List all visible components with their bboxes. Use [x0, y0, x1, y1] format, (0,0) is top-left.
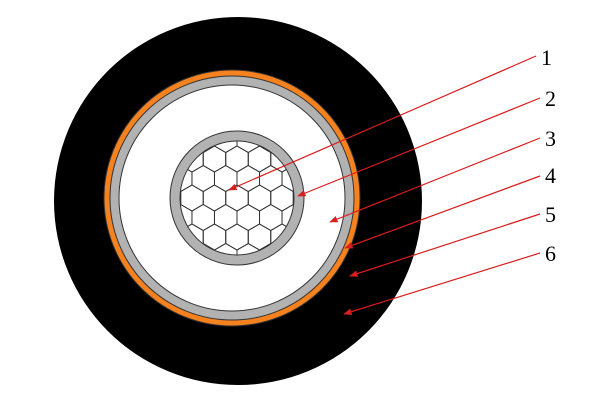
leader-line-6 [343, 252, 541, 315]
callout-leader-lines [228, 55, 541, 315]
conductor-core [179, 140, 295, 256]
conductor-strand [292, 184, 294, 212]
callout-label-4: 4 [545, 163, 556, 188]
leader-line-4 [344, 175, 541, 249]
leader-line-5 [349, 213, 541, 277]
callout-label-6: 6 [545, 241, 556, 266]
callout-label-5: 5 [545, 202, 556, 227]
callout-label-3: 3 [545, 126, 556, 151]
leader-line-2 [297, 97, 541, 197]
leader-line-3 [329, 137, 541, 223]
callout-label-2: 2 [545, 86, 556, 111]
leader-line-1 [228, 55, 537, 191]
callout-label-1: 1 [541, 45, 552, 70]
